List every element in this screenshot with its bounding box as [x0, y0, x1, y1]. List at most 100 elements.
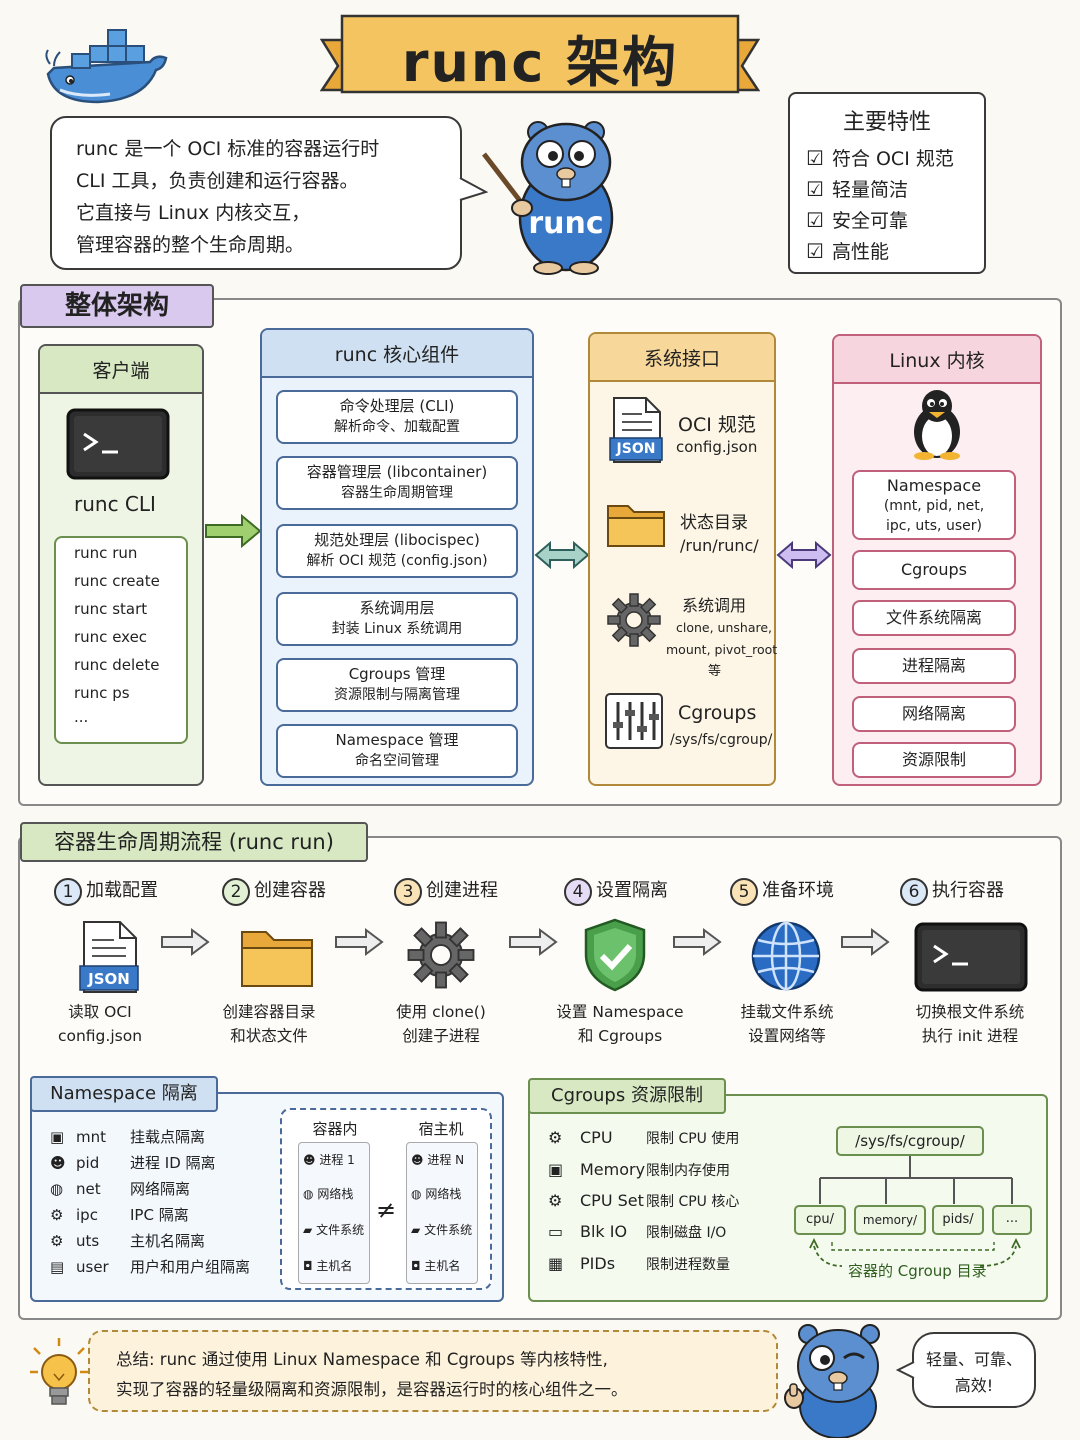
- intro-line: 它直接与 Linux 内核交互，: [76, 202, 311, 224]
- camera-icon: ◘: [411, 1259, 421, 1273]
- intro-line: runc 是一个 OCI 标准的容器运行时: [76, 138, 380, 160]
- client-column: 客户端 runc CLI runc run runc create runc s…: [38, 344, 204, 786]
- sys-item-desc: /sys/fs/cgroup/: [670, 732, 773, 748]
- double-arrow-icon: [776, 540, 832, 570]
- feature-item: ☑轻量简洁: [806, 177, 908, 201]
- check-icon: ☑: [806, 177, 824, 201]
- kernel-item: Namespace(mnt, pid, net,ipc, uts, user): [852, 470, 1016, 540]
- namespace-user-icon: ▤: [50, 1258, 65, 1276]
- folder-icon: ▰: [411, 1223, 421, 1237]
- tux-penguin-icon: [908, 388, 966, 460]
- json-file-icon: JSON: [78, 920, 140, 994]
- bubble-tail: [458, 177, 488, 201]
- gear-icon: [406, 920, 476, 990]
- lifecycle-title: 容器生命周期流程 (runc run): [20, 822, 368, 862]
- lightbulb-icon: [28, 1336, 90, 1412]
- sys-item-desc: config.json: [676, 438, 758, 456]
- kernel-column: Linux 内核 Namespace(mnt, pid, net,ipc, ut…: [832, 334, 1042, 786]
- command-item: runc start: [74, 600, 148, 618]
- kernel-item: 资源限制: [852, 742, 1016, 778]
- not-equal-sign: ≠: [376, 1196, 397, 1224]
- core-component: 规范处理层 (libocispec)解析 OCI 规范 (config.json…: [276, 524, 518, 578]
- mascot-label: runc: [528, 206, 604, 241]
- architecture-title: 整体架构: [20, 284, 214, 328]
- container-stack: ☻ 进程 1 ◍ 网络栈 ▰ 文件系统 ◘ 主机名: [298, 1142, 370, 1284]
- namespace-ipc-icon: ⚙: [50, 1206, 64, 1224]
- kernel-item: 网络隔离: [852, 696, 1016, 732]
- json-badge: JSON: [616, 441, 656, 457]
- cgroup-tree-caption: 容器的 Cgroup 目录: [848, 1262, 987, 1280]
- command-item: runc delete: [74, 656, 160, 674]
- container-item: ◘ 主机名: [303, 1259, 353, 1273]
- network-icon: ◍: [303, 1187, 314, 1201]
- container-item: ◍ 网络栈: [303, 1187, 354, 1201]
- summary-box: 总结: runc 通过使用 Linux Namespace 和 Cgroups …: [88, 1330, 778, 1412]
- core-component: 系统调用层封装 Linux 系统调用: [276, 592, 518, 646]
- arrow-right-icon: [673, 928, 722, 956]
- core-component: 命令处理层 (CLI)解析命令、加载配置: [276, 390, 518, 444]
- namespace-pid-icon: ☻: [50, 1154, 66, 1172]
- system-interface-title: 系统接口: [590, 334, 774, 382]
- json-file-icon: JSON: [608, 396, 664, 464]
- cgroups-title: Cgroups 资源限制: [528, 1078, 726, 1114]
- core-column: runc 核心组件 命令处理层 (CLI)解析命令、加载配置 容器管理层 (li…: [260, 328, 534, 786]
- step-caption: 创建容器目录和状态文件: [222, 1003, 316, 1045]
- arrow-right-icon: [509, 928, 558, 956]
- cgroup-child: memory/: [854, 1205, 926, 1235]
- container-title: 容器内: [312, 1120, 358, 1138]
- json-badge: JSON: [88, 970, 130, 988]
- page-title: runc 架构: [401, 31, 679, 94]
- arrow-right-icon: [161, 928, 210, 956]
- command-item: runc run: [74, 544, 138, 562]
- command-item: ...: [74, 708, 89, 726]
- kernel-title: Linux 内核: [834, 336, 1040, 384]
- check-icon: ☑: [806, 239, 824, 263]
- folder-icon: [606, 500, 666, 548]
- network-icon: ◍: [411, 1187, 422, 1201]
- features-box: 主要特性 ☑符合 OCI 规范 ☑轻量简洁 ☑安全可靠 ☑高性能: [788, 92, 986, 274]
- sys-item-desc: mount, pivot_root: [666, 642, 778, 657]
- disk-icon: ▭: [548, 1222, 564, 1241]
- namespace-uts-icon: ⚙: [50, 1232, 64, 1250]
- user-icon: ☻: [411, 1153, 424, 1167]
- check-icon: ☑: [806, 146, 824, 170]
- docker-whale-icon: [40, 28, 170, 108]
- double-arrow-icon: [534, 540, 590, 570]
- cli-label: runc CLI: [74, 492, 156, 516]
- isolation-compare-box: 容器内 宿主机 ☻ 进程 1 ◍ 网络栈 ▰ 文件系统 ◘ 主机名 ≠ ☻ 进程…: [280, 1108, 492, 1290]
- folder-icon: ▰: [303, 1223, 313, 1237]
- command-item: runc exec: [74, 628, 148, 646]
- cpuset-icon: ⚙: [548, 1191, 563, 1210]
- bubble-line: 高效!: [954, 1376, 994, 1395]
- cgroup-tree-lines: [809, 1156, 1021, 1267]
- sliders-icon: [604, 692, 664, 750]
- host-item: ◍ 网络栈: [411, 1187, 462, 1201]
- host-item: ▰ 文件系统: [411, 1223, 473, 1237]
- cgroup-child: cpu/: [794, 1205, 846, 1235]
- bubble-line: 轻量、可靠、: [925, 1350, 1022, 1369]
- gear-icon: [606, 592, 662, 648]
- arrow-right-icon: [335, 928, 384, 956]
- container-item: ▰ 文件系统: [303, 1223, 365, 1237]
- speech-bubble: 轻量、可靠、 高效!: [912, 1332, 1036, 1408]
- command-list: runc run runc create runc start runc exe…: [54, 536, 188, 744]
- sys-item-name: OCI 规范: [678, 414, 756, 436]
- host-stack: ☻ 进程 N ◍ 网络栈 ▰ 文件系统 ◘ 主机名: [406, 1142, 478, 1284]
- sys-item-name: Cgroups: [678, 702, 757, 724]
- host-item: ◘ 主机名: [411, 1259, 461, 1273]
- summary-line: 实现了容器的轻量级隔离和资源限制，是容器运行时的核心组件之一。: [116, 1380, 628, 1399]
- cpu-gear-icon: ⚙: [548, 1128, 563, 1147]
- folder-icon: [240, 926, 314, 988]
- intro-bubble: runc 是一个 OCI 标准的容器运行时 CLI 工具，负责创建和运行容器。 …: [50, 116, 462, 270]
